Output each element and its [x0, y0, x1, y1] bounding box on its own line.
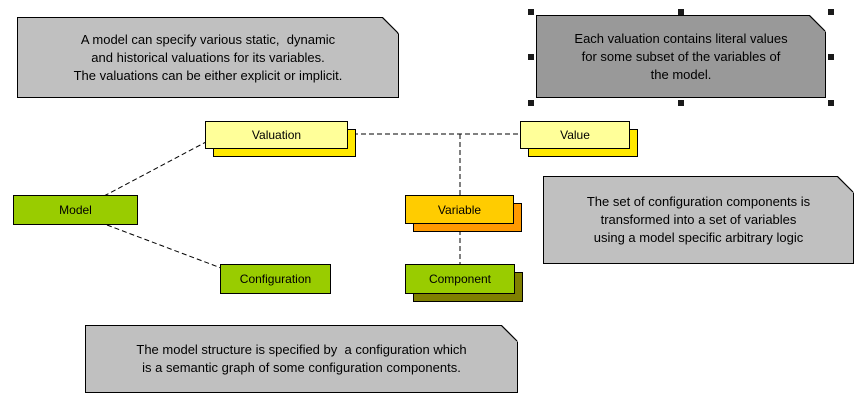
- node-variable-label: Variable: [437, 202, 482, 217]
- note-text-line: for some subset of the variables of: [581, 48, 781, 64]
- note-fold-icon: [837, 176, 854, 193]
- connector-model-configuration[interactable]: [106, 224, 222, 269]
- selection-handle[interactable]: [678, 100, 684, 106]
- selection-handle[interactable]: [678, 9, 684, 15]
- node-model-label: Model: [59, 203, 92, 217]
- note-fold-icon: [382, 17, 399, 34]
- note-text-line: using a model specific arbitrary logic: [593, 230, 804, 245]
- selection-handle[interactable]: [528, 53, 534, 60]
- note-fold-icon: [809, 15, 826, 32]
- node-model[interactable]: Model: [13, 195, 138, 225]
- node-value[interactable]: Value: [520, 121, 630, 149]
- note-text-line: Each valuation contains literal values: [574, 30, 788, 46]
- selection-handle[interactable]: [528, 100, 534, 106]
- node-configuration-label: Configuration: [239, 272, 312, 286]
- note-text-line: A model can specify various static, dyna…: [80, 31, 336, 47]
- selection-handle[interactable]: [828, 53, 834, 60]
- note-text-line: and historical valuations for its variab…: [91, 49, 325, 65]
- note-text-line: is a semantic graph of some configuratio…: [142, 360, 461, 375]
- selection-handle[interactable]: [828, 100, 834, 106]
- selection-handle[interactable]: [528, 9, 534, 15]
- node-value-label: Value: [560, 128, 590, 142]
- note-configuration-transform[interactable]: The set of configuration components is t…: [543, 176, 854, 264]
- node-configuration[interactable]: Configuration: [220, 264, 331, 294]
- node-component-label: Component: [428, 272, 492, 286]
- node-variable[interactable]: Variable: [405, 195, 514, 224]
- connector-model-valuation[interactable]: [103, 141, 207, 197]
- note-model-valuations[interactable]: A model can specify various static, dyna…: [17, 17, 399, 98]
- note-model-structure[interactable]: The model structure is specified by a co…: [85, 325, 518, 393]
- node-component[interactable]: Component: [405, 264, 515, 294]
- note-text-line: The model structure is specified by a co…: [136, 342, 467, 357]
- note-text-line: The valuations can be either explicit or…: [73, 67, 343, 83]
- node-valuation-label: Valuation: [251, 128, 302, 142]
- note-text-line: transformed into a set of variables: [600, 212, 797, 227]
- note-text-line: The set of configuration components is: [586, 194, 811, 209]
- note-text-line: the model.: [650, 66, 712, 82]
- note-valuation-values[interactable]: Each valuation contains literal values f…: [528, 9, 834, 106]
- note-fold-icon: [501, 325, 518, 342]
- selection-handle[interactable]: [828, 9, 834, 15]
- node-valuation[interactable]: Valuation: [205, 121, 348, 149]
